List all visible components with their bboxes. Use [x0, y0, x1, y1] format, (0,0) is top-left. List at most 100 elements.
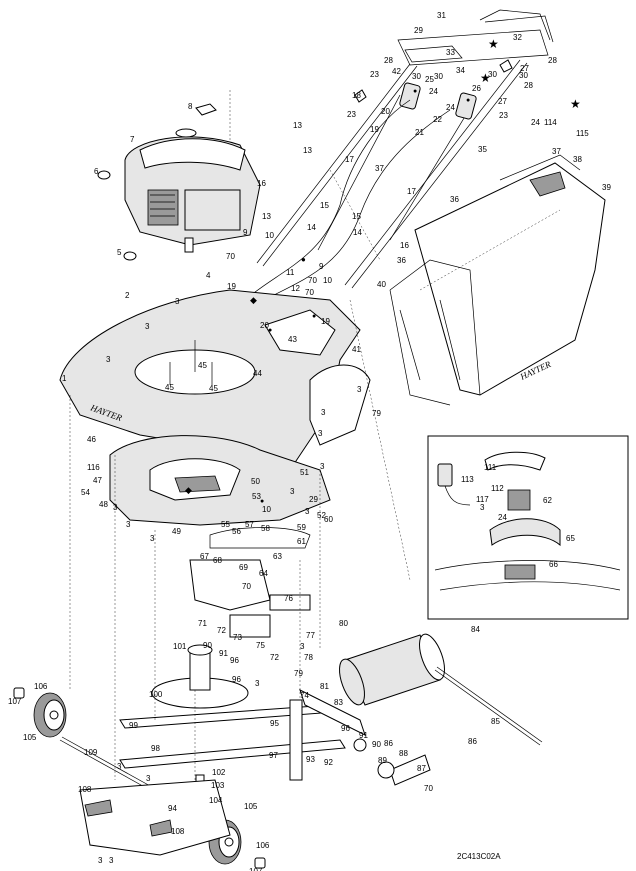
callout-label: 5 [117, 248, 122, 257]
callout-label: 78 [304, 653, 313, 662]
callout-label: 79 [372, 409, 381, 418]
drawing-code: 2C413C02A [457, 852, 501, 861]
callout-label: 30 [412, 72, 421, 81]
callout-label: 89 [378, 756, 387, 765]
callout-label: 73 [233, 633, 242, 642]
callout-label: 116 [87, 463, 100, 472]
callout-label: 86 [468, 737, 477, 746]
svg-text:◆: ◆ [250, 295, 257, 305]
callout-label: 28 [384, 56, 393, 65]
callout-label: 111 [484, 463, 497, 472]
callout-label: 24 [446, 103, 455, 112]
callout-label: 43 [288, 335, 297, 344]
callout-label: 94 [168, 804, 177, 813]
callout-label: 16 [400, 241, 409, 250]
callout-label: 9 [319, 262, 324, 271]
callout-label: 91 [219, 649, 228, 658]
callout-label: 8 [188, 102, 193, 111]
callout-label: 3 [98, 856, 103, 865]
callout-label: 67 [200, 552, 209, 561]
markers: ★ ★ ★ ◆ ◆ ● ● ● ● ● ● [185, 37, 581, 505]
callout-label: 10 [265, 231, 274, 240]
callout-label: 3 [320, 462, 325, 471]
rear-roller [289, 633, 543, 786]
callout-label: 20 [381, 107, 390, 116]
callout-label: 71 [198, 619, 207, 628]
callout-label: 23 [370, 70, 379, 79]
svg-text:★: ★ [480, 71, 491, 85]
callout-label: 63 [273, 552, 282, 561]
callout-label: 69 [239, 563, 248, 572]
chassis [109, 435, 331, 638]
callout-label: 108 [78, 785, 92, 794]
callout-label: 18 [352, 91, 361, 100]
callout-label: 3 [321, 408, 326, 417]
callout-label: 3 [175, 297, 180, 306]
callout-label: 85 [491, 717, 500, 726]
callout-label: 66 [549, 560, 558, 569]
callout-label: 4 [206, 271, 211, 280]
blade-assembly [119, 644, 346, 806]
callout-label: 30 [434, 72, 443, 81]
illustration: ★ ★ ★ ◆ ◆ ● ● ● ● ● ● HAYTER HAYTER [13, 9, 629, 869]
callout-label: 25 [425, 75, 434, 84]
callout-label: 100 [149, 690, 163, 699]
callout-label: 62 [543, 496, 552, 505]
guide-lines [69, 90, 411, 780]
callout-label: 87 [417, 764, 426, 773]
callout-label: 114 [544, 118, 557, 127]
inset-box [427, 435, 629, 620]
callout-label: 61 [297, 537, 306, 546]
callout-label: 40 [377, 280, 386, 289]
callout-label: 77 [306, 631, 315, 640]
callout-label: 96 [232, 675, 241, 684]
callout-label: 65 [566, 534, 575, 543]
callout-label: 112 [491, 484, 504, 493]
svg-text:●: ● [413, 88, 417, 95]
callout-label: 1 [62, 374, 67, 383]
callout-label: 70 [226, 252, 235, 261]
svg-text:◆: ◆ [185, 485, 192, 495]
callout-label: 107 [8, 697, 22, 706]
callout-label: 76 [284, 594, 293, 603]
callout-label: 29 [414, 26, 423, 35]
callout-label: 24 [429, 87, 438, 96]
callout-label: 97 [269, 751, 278, 760]
callout-label: 14 [353, 228, 362, 237]
callout-label: 72 [217, 626, 226, 635]
callout-label: 105 [244, 802, 258, 811]
callout-label: 70 [242, 582, 251, 591]
callout-label: 42 [392, 67, 401, 76]
callout-label: 20 [260, 321, 269, 330]
callout-label: 16 [257, 179, 266, 188]
callout-label: 3 [146, 774, 151, 783]
callout-label: 51 [300, 468, 309, 477]
callout-label: 12 [291, 284, 300, 293]
callout-label: 113 [461, 475, 474, 484]
callout-label: 99 [129, 721, 138, 730]
callout-label: 109 [84, 748, 98, 757]
callout-label: 31 [437, 11, 446, 20]
callout-label: 2 [125, 291, 130, 300]
front-plate [79, 779, 231, 856]
callout-label: 30 [519, 71, 528, 80]
callout-label: 3 [145, 322, 150, 331]
callout-label: 3 [109, 856, 114, 865]
callout-label: 3 [113, 503, 118, 512]
callout-label: 47 [93, 476, 102, 485]
callout-label: 55 [221, 520, 230, 529]
callout-label: 28 [548, 56, 557, 65]
callout-label: 37 [375, 164, 384, 173]
callout-label: 80 [339, 619, 348, 628]
callout-label: 23 [499, 111, 508, 120]
callout-label: 38 [573, 155, 582, 164]
callout-label: 17 [345, 155, 354, 164]
callout-label: 81 [320, 682, 329, 691]
svg-text:●: ● [268, 327, 272, 334]
callout-label: 115 [576, 129, 589, 138]
callout-label: 68 [213, 556, 222, 565]
callout-label: 45 [209, 384, 218, 393]
callout-label: 34 [456, 66, 465, 75]
callout-label: 101 [173, 642, 187, 651]
